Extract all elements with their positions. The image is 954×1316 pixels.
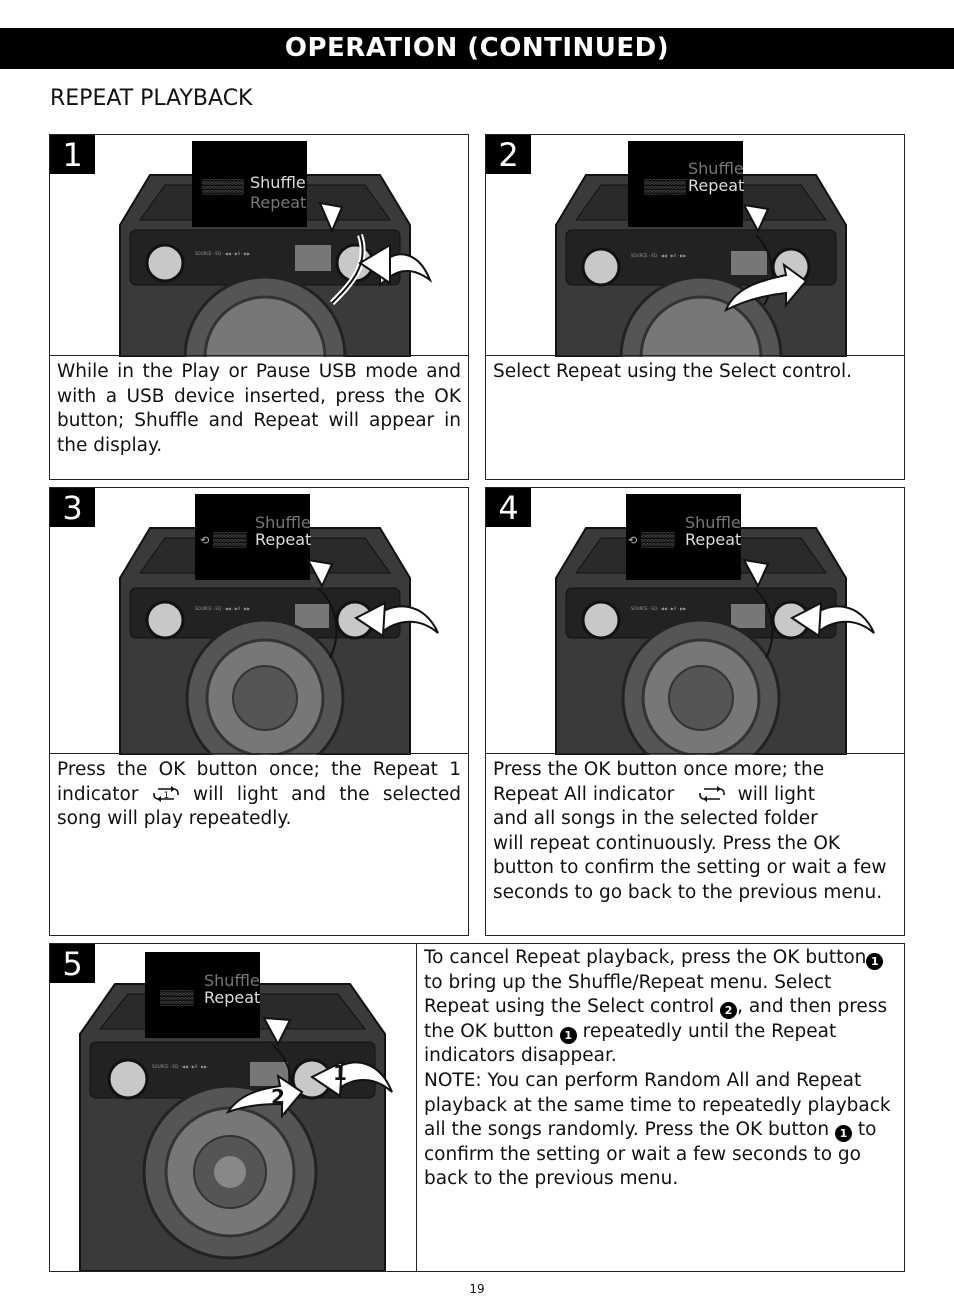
section-title: REPEAT PLAYBACK	[50, 86, 252, 111]
step-description: Select Repeat using the Select control.	[486, 355, 904, 479]
display-shuffle-label: Shuffle	[250, 173, 306, 192]
step-description: While in the Play or Pause USB mode and …	[50, 355, 468, 479]
ok-button-badge: 1	[835, 1125, 852, 1142]
svg-text:▒▒▒▒▒: ▒▒▒▒▒	[202, 179, 245, 196]
ok-button-badge: 1	[560, 1027, 577, 1044]
step-text-line3: and all songs in the selected folder	[493, 807, 897, 832]
step-description: Press the OK button once more; the Repea…	[486, 753, 904, 935]
speaker-illustration: ▒▒▒▒▒ SOURCE · EQ · ◀◀ · ▶II · ▶▶ Shuffl…	[50, 135, 468, 357]
page-number: 19	[0, 1282, 954, 1296]
svg-text:1: 1	[163, 791, 169, 801]
display-repeat-label: Repeat	[250, 193, 306, 212]
svg-text:▒▒▒▒: ▒▒▒▒	[213, 532, 247, 549]
svg-text:⟲: ⟲	[628, 534, 637, 547]
step-5-description: To cancel Repeat playback, press the OK …	[424, 946, 900, 1192]
svg-text:SOURCE · EQ · ◀◀ · ▶II · ▶▶: SOURCE · EQ · ◀◀ · ▶II · ▶▶	[631, 606, 687, 611]
select-control-badge: 2	[720, 1002, 737, 1019]
svg-text:SOURCE · EQ · ◀◀ · ▶II · ▶▶: SOURCE · EQ · ◀◀ · ▶II · ▶▶	[152, 1064, 208, 1069]
page-header-title: OPERATION (CONTINUED)	[285, 33, 669, 63]
svg-text:SOURCE · EQ · ◀◀ · ▶II · ▶▶: SOURCE · EQ · ◀◀ · ▶II · ▶▶	[631, 253, 687, 258]
display-repeat-label: Repeat	[688, 176, 744, 195]
step-number: 4	[486, 488, 531, 527]
svg-text:▒▒▒▒▒: ▒▒▒▒▒	[644, 179, 687, 196]
svg-text:▒▒▒▒: ▒▒▒▒	[160, 990, 194, 1007]
svg-text:▒▒▒▒: ▒▒▒▒	[641, 532, 675, 549]
step-number: 2	[486, 135, 531, 174]
step-text-line2a: Repeat All indicator	[493, 784, 674, 805]
step-text-line2b: will light	[738, 784, 815, 805]
step-text-line2: Repeat All indicator will light	[493, 783, 897, 808]
step-number: 5	[50, 944, 95, 983]
speaker-illustration: ▒▒▒▒▒ SOURCE · EQ · ◀◀ · ▶II · ▶▶ Shuffl…	[486, 135, 904, 357]
speaker-illustration: ⟲ ▒▒▒▒ SOURCE · EQ · ◀◀ · ▶II · ▶▶ Shuff…	[486, 488, 904, 755]
ok-button-badge: 1	[866, 953, 883, 970]
step-panel-3: 3 ⟲ ▒▒▒▒ SOURCE · EQ · ◀◀ · ▶II · ▶▶ Shu…	[49, 487, 469, 936]
step-text-line1: Press the OK button once more; the	[493, 758, 897, 783]
speaker-illustration: ▒▒▒▒ SOURCE · EQ · ◀◀ · ▶II · ▶▶ Shuffle…	[50, 944, 417, 1271]
svg-text:⟲: ⟲	[200, 534, 209, 547]
svg-text:SOURCE · EQ · ◀◀ · ▶II · ▶▶: SOURCE · EQ · ◀◀ · ▶II · ▶▶	[195, 606, 251, 611]
display-repeat-label: Repeat	[255, 530, 311, 549]
repeat-all-icon	[698, 785, 726, 803]
svg-text:SOURCE · EQ · ◀◀ · ▶II · ▶▶: SOURCE · EQ · ◀◀ · ▶II · ▶▶	[195, 251, 251, 256]
step-panel-4: 4 ⟲ ▒▒▒▒ SOURCE · EQ · ◀◀ · ▶II · ▶▶ Shu…	[485, 487, 905, 936]
repeat-one-icon: 1	[152, 785, 180, 803]
step5-text-a: To cancel Repeat playback, press the OK …	[424, 947, 866, 968]
arrow-label-1: 1	[333, 1061, 347, 1085]
step-panel-2: 2 ▒▒▒▒▒ SOURCE · EQ · ◀◀ · ▶II · ▶▶ Shuf…	[485, 134, 905, 480]
page-header-banner: OPERATION (CONTINUED)	[0, 28, 954, 69]
step-number: 1	[50, 135, 95, 174]
step-text-rest: will repeat continuously. Press the OK b…	[493, 832, 897, 906]
step-number: 3	[50, 488, 95, 527]
step-description: Press the OK button once; the Repeat 1 i…	[50, 753, 468, 935]
step5-note: NOTE: You can perform Random All and Rep…	[424, 1070, 891, 1140]
arrow-label-2: 2	[271, 1085, 285, 1109]
display-repeat-label: Repeat	[685, 530, 741, 549]
display-repeat-label: Repeat	[204, 988, 260, 1007]
step-panel-1: 1 ▒▒▒▒▒ SOURCE · EQ · ◀◀ · ▶II · ▶▶ Shuf…	[49, 134, 469, 480]
speaker-illustration: ⟲ ▒▒▒▒ SOURCE · EQ · ◀◀ · ▶II · ▶▶ Shuff…	[50, 488, 468, 755]
source-knob	[147, 245, 183, 281]
